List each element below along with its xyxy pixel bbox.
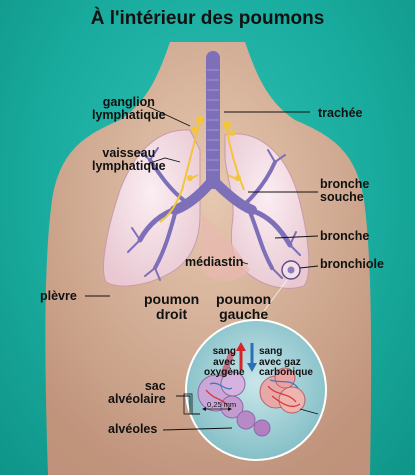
bronchiole-label: bronchiole: [320, 258, 384, 271]
pleura-label: plèvre: [40, 290, 77, 303]
lymph-vessel-label: vaisseau lymphatique: [92, 147, 166, 173]
page-title: À l'intérieur des poumons: [0, 8, 415, 30]
trachea-label: trachée: [318, 107, 362, 120]
right-lung-label: poumon droit: [144, 292, 199, 322]
lymph-node-label: ganglion lymphatique: [92, 96, 166, 122]
co2-blood-label: sang avec gaz carbonique: [259, 347, 313, 379]
main-bronchus-label: bronche souche: [320, 178, 369, 204]
oxygenated-blood-label: sang avec oxygène: [204, 347, 245, 379]
alveolar-sac-label: sac alvéolaire: [108, 380, 166, 406]
mediastinum-label: médiastin: [185, 256, 243, 269]
bronchus-label: bronche: [320, 230, 369, 243]
scale-label: 0,25 mm: [207, 398, 236, 411]
left-lung-label: poumon gauche: [216, 292, 271, 322]
alveoli-label: alvéoles: [108, 423, 157, 436]
